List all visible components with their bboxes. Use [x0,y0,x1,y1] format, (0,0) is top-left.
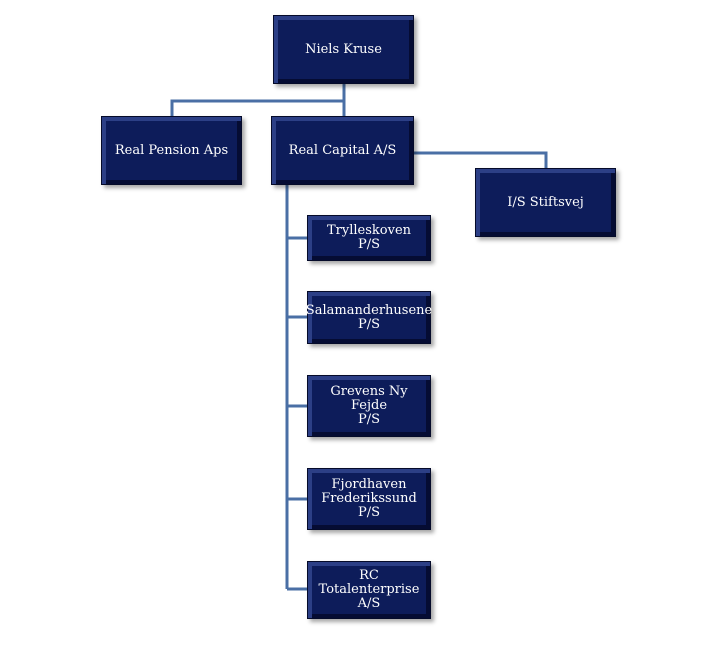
node-label: Fjordhaven Frederikssund P/S [321,477,417,520]
node-label: I/S Stiftsvej [507,194,584,210]
node-label: Niels Kruse [305,41,382,57]
node-niels-kruse: Niels Kruse [273,15,414,84]
node-trylleskoven: Trylleskoven P/S [307,215,431,261]
node-real-pension-aps: Real Pension Aps [101,116,242,185]
node-is-stiftsvej: I/S Stiftsvej [475,168,616,237]
node-real-capital: Real Capital A/S [271,116,414,185]
node-label: Trylleskoven P/S [326,223,412,252]
node-fjordhaven: Fjordhaven Frederikssund P/S [307,468,431,530]
node-label: Salamanderhusene P/S [305,302,433,332]
node-grevens-ny-fejde: Grevens Ny Fejde P/S [307,375,431,437]
node-label: Grevens Ny Fejde P/S [330,384,408,427]
node-label: Real Capital A/S [288,142,397,158]
connector-root-to-level1 [170,84,346,116]
node-label: RC Totalenterprise A/S [318,568,420,611]
node-salamanderhusene: Salamanderhusene P/S [305,291,433,344]
connector-real-capital-to-stiftsvej [414,151,548,168]
node-rc-totalenterprise: RC Totalenterprise A/S [307,561,431,619]
node-label: Real Pension Aps [114,142,229,158]
